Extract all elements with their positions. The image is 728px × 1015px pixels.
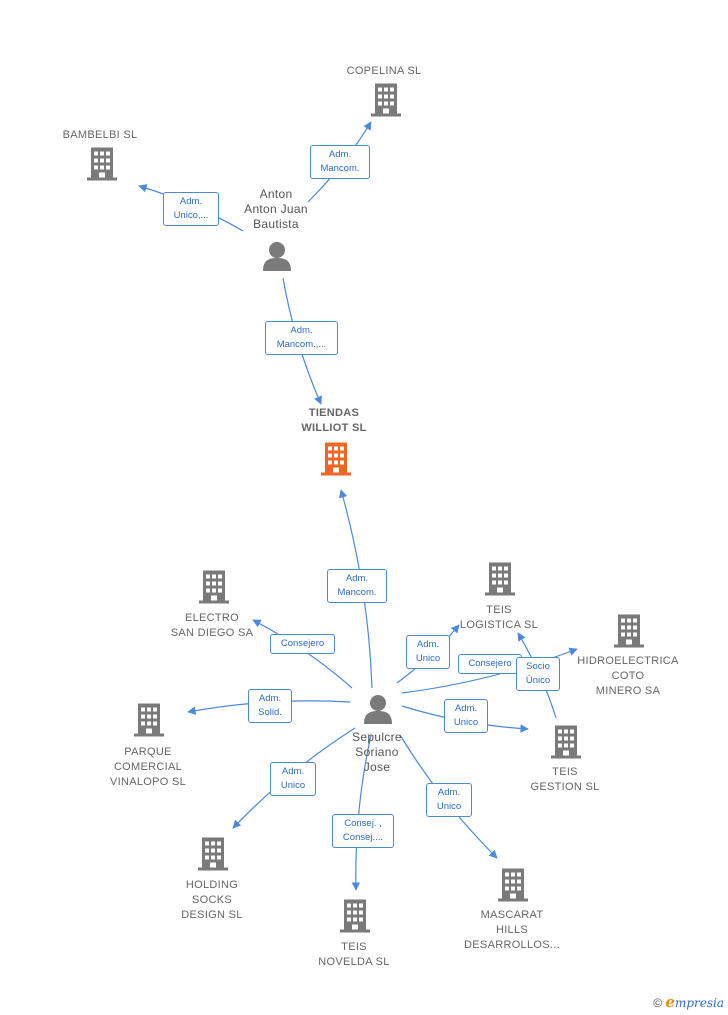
role-label-sepulcre-to-tiendas[interactable]: Adm. Mancom. (327, 569, 387, 603)
node-label-electro[interactable]: ELECTRO SAN DIEGO SA (170, 612, 254, 639)
role-label-sepulcre-to-holding[interactable]: Adm. Unico (270, 762, 316, 796)
building-icon-copelina[interactable] (371, 83, 401, 117)
node-label-hidroelectrica[interactable]: HIDROELECTRICA COTO MINERO SA (577, 655, 679, 697)
building-icon-teis_novelda[interactable] (340, 899, 370, 933)
building-icon-tiendas[interactable] (321, 442, 351, 476)
role-label-sepulcre-to-teis_logistica[interactable]: Adm. Unico (406, 635, 450, 669)
node-label-teis_novelda[interactable]: TEIS NOVELDA SL (318, 941, 390, 968)
node-label-holding[interactable]: HOLDING SOCKS DESIGN SL (181, 879, 243, 921)
node-label-teis_gestion[interactable]: TEIS GESTION SL (530, 766, 600, 793)
role-label-sepulcre-to-electro[interactable]: Consejero (270, 634, 335, 654)
node-label-copelina[interactable]: COPELINA SL (346, 65, 422, 77)
person-icon-anton[interactable] (263, 242, 291, 271)
node-label-parque[interactable]: PARQUE COMERCIAL VINALOPO SL (109, 746, 187, 788)
role-label-sepulcre-to-teis_novelda[interactable]: Consej. , Consej.... (332, 814, 394, 848)
building-icon-electro[interactable] (199, 570, 229, 604)
brand-rest: mpresia (674, 996, 724, 1010)
building-icon-teis_gestion[interactable] (551, 725, 581, 759)
edge-sepulcre-to-hidroelectrica (401, 647, 578, 694)
role-label-anton-to-tiendas[interactable]: Adm. Mancom.,... (265, 321, 338, 355)
role-label-sepulcre-to-parque[interactable]: Adm. Solid. (248, 689, 292, 723)
node-label-teis_logistica[interactable]: TEIS LOGISTICA SL (459, 604, 539, 631)
building-icon-mascarat[interactable] (498, 868, 528, 902)
role-label-sepulcre-to-hidroelectrica[interactable]: Consejero (458, 654, 522, 674)
copyright-symbol: © (653, 996, 663, 1010)
building-icon-bambelbi[interactable] (87, 147, 117, 181)
building-icon-parque[interactable] (134, 703, 164, 737)
brand-logo: empresia (665, 993, 724, 1011)
building-icon-hidroelectrica[interactable] (614, 614, 644, 648)
node-label-mascarat[interactable]: MASCARAT HILLS DESARROLLOS... (464, 909, 560, 951)
node-label-bambelbi[interactable]: BAMBELBI SL (62, 129, 138, 141)
role-label-sepulcre-to-mascarat[interactable]: Adm. Unico (426, 783, 472, 817)
role-label-sepulcre-to-teis_gestion[interactable]: Adm. Unico (444, 699, 488, 733)
role-label-teis_gestion-to-teis_logistica[interactable]: Socio Único (516, 657, 560, 691)
role-label-anton-to-copelina[interactable]: Adm. Mancom. (310, 145, 370, 179)
building-icon-teis_logistica[interactable] (485, 562, 515, 596)
footer-brand[interactable]: © empresia (653, 993, 724, 1011)
person-icon-sepulcre[interactable] (364, 695, 392, 724)
role-label-anton-to-bambelbi[interactable]: Adm. Unico,... (163, 192, 219, 226)
building-icon-holding[interactable] (198, 837, 228, 871)
edge-sepulcre-to-teis_novelda (351, 734, 372, 891)
node-label-sepulcre[interactable]: Sepulcre Soriano Jose (352, 730, 402, 774)
node-label-tiendas[interactable]: TIENDAS WILLIOT SL (301, 407, 367, 434)
node-label-anton[interactable]: Anton Anton Juan Bautista (244, 187, 308, 231)
brand-initial: e (665, 993, 675, 1011)
